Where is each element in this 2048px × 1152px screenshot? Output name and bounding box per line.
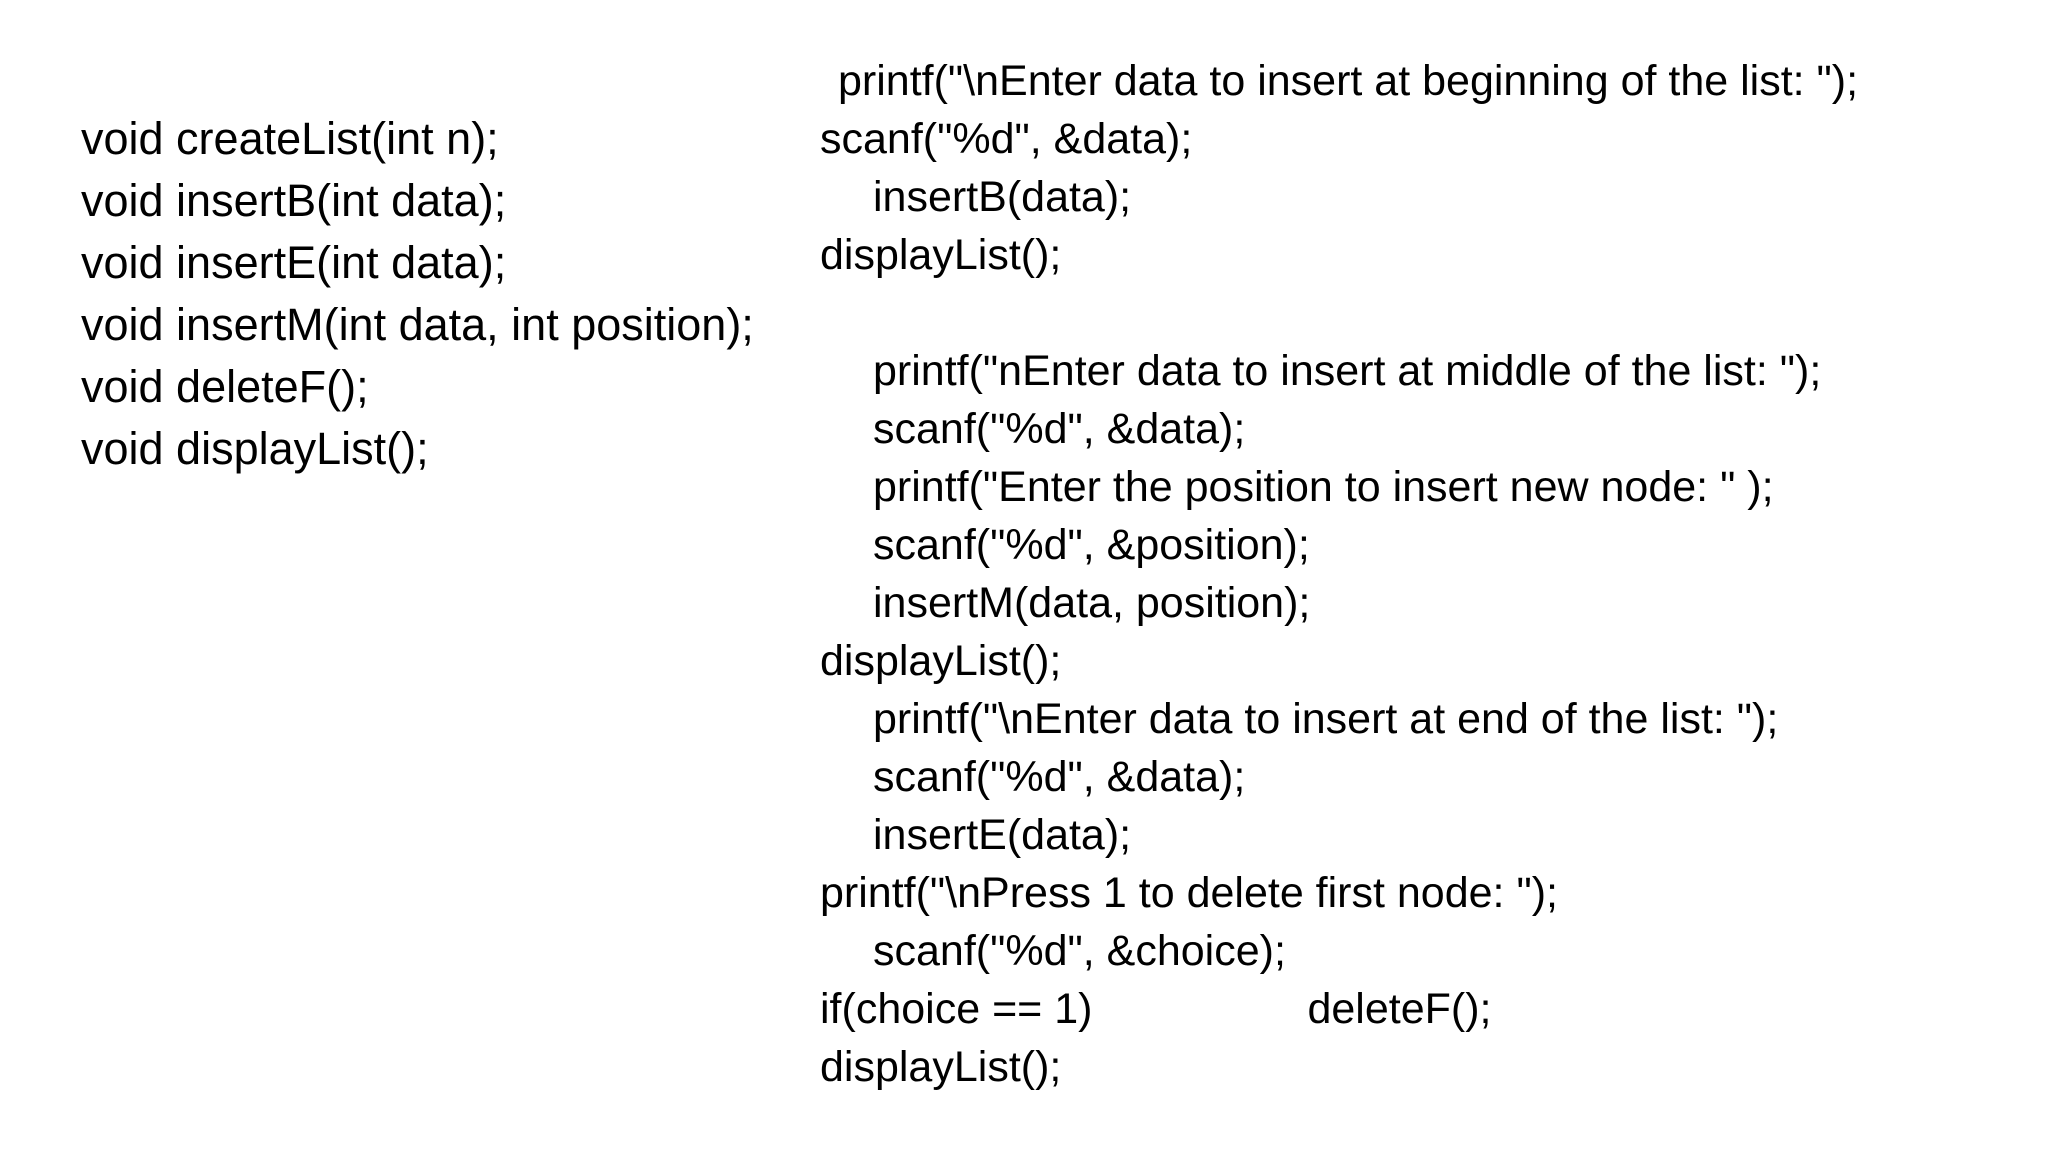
- code-line: void insertB(int data);: [81, 175, 507, 226]
- code-line: insertB(data);: [873, 173, 1132, 221]
- code-line: void insertM(int data, int position);: [81, 299, 754, 350]
- code-line: printf("\nEnter data to insert at end of…: [873, 695, 1779, 743]
- code-line: void insertE(int data);: [81, 237, 507, 288]
- code-line: printf("nEnter data to insert at middle …: [873, 347, 1822, 395]
- code-line: scanf("%d", &data);: [820, 115, 1193, 163]
- code-line-blank: [820, 284, 2020, 342]
- code-line: scanf("%d", &data);: [873, 753, 1246, 801]
- if-body-call: deleteF();: [1307, 985, 1492, 1033]
- code-line: printf("\nEnter data to insert at beginn…: [838, 57, 1859, 105]
- code-line: void deleteF();: [81, 361, 369, 412]
- code-line: scanf("%d", &data);: [873, 405, 1246, 453]
- code-line: void displayList();: [81, 423, 429, 474]
- code-line: displayList();: [820, 1043, 1062, 1091]
- code-line-if-statement: if(choice == 1) deleteF();: [820, 980, 2020, 1038]
- code-line: displayList();: [820, 637, 1062, 685]
- code-line: printf("\nPress 1 to delete first node: …: [820, 869, 1558, 917]
- code-line: displayList();: [820, 231, 1062, 279]
- code-line: insertM(data, position);: [873, 579, 1311, 627]
- function-prototype-list: void createList(int n); void insertB(int…: [81, 108, 754, 480]
- code-line: scanf("%d", &position);: [873, 521, 1310, 569]
- if-condition: if(choice == 1): [820, 985, 1093, 1033]
- code-line: insertE(data);: [873, 811, 1132, 859]
- code-line: printf("Enter the position to insert new…: [873, 463, 1774, 511]
- code-line: void createList(int n);: [81, 113, 499, 164]
- main-body-code-block: printf("\nEnter data to insert at beginn…: [820, 52, 2020, 1096]
- code-line: scanf("%d", &choice);: [873, 927, 1286, 975]
